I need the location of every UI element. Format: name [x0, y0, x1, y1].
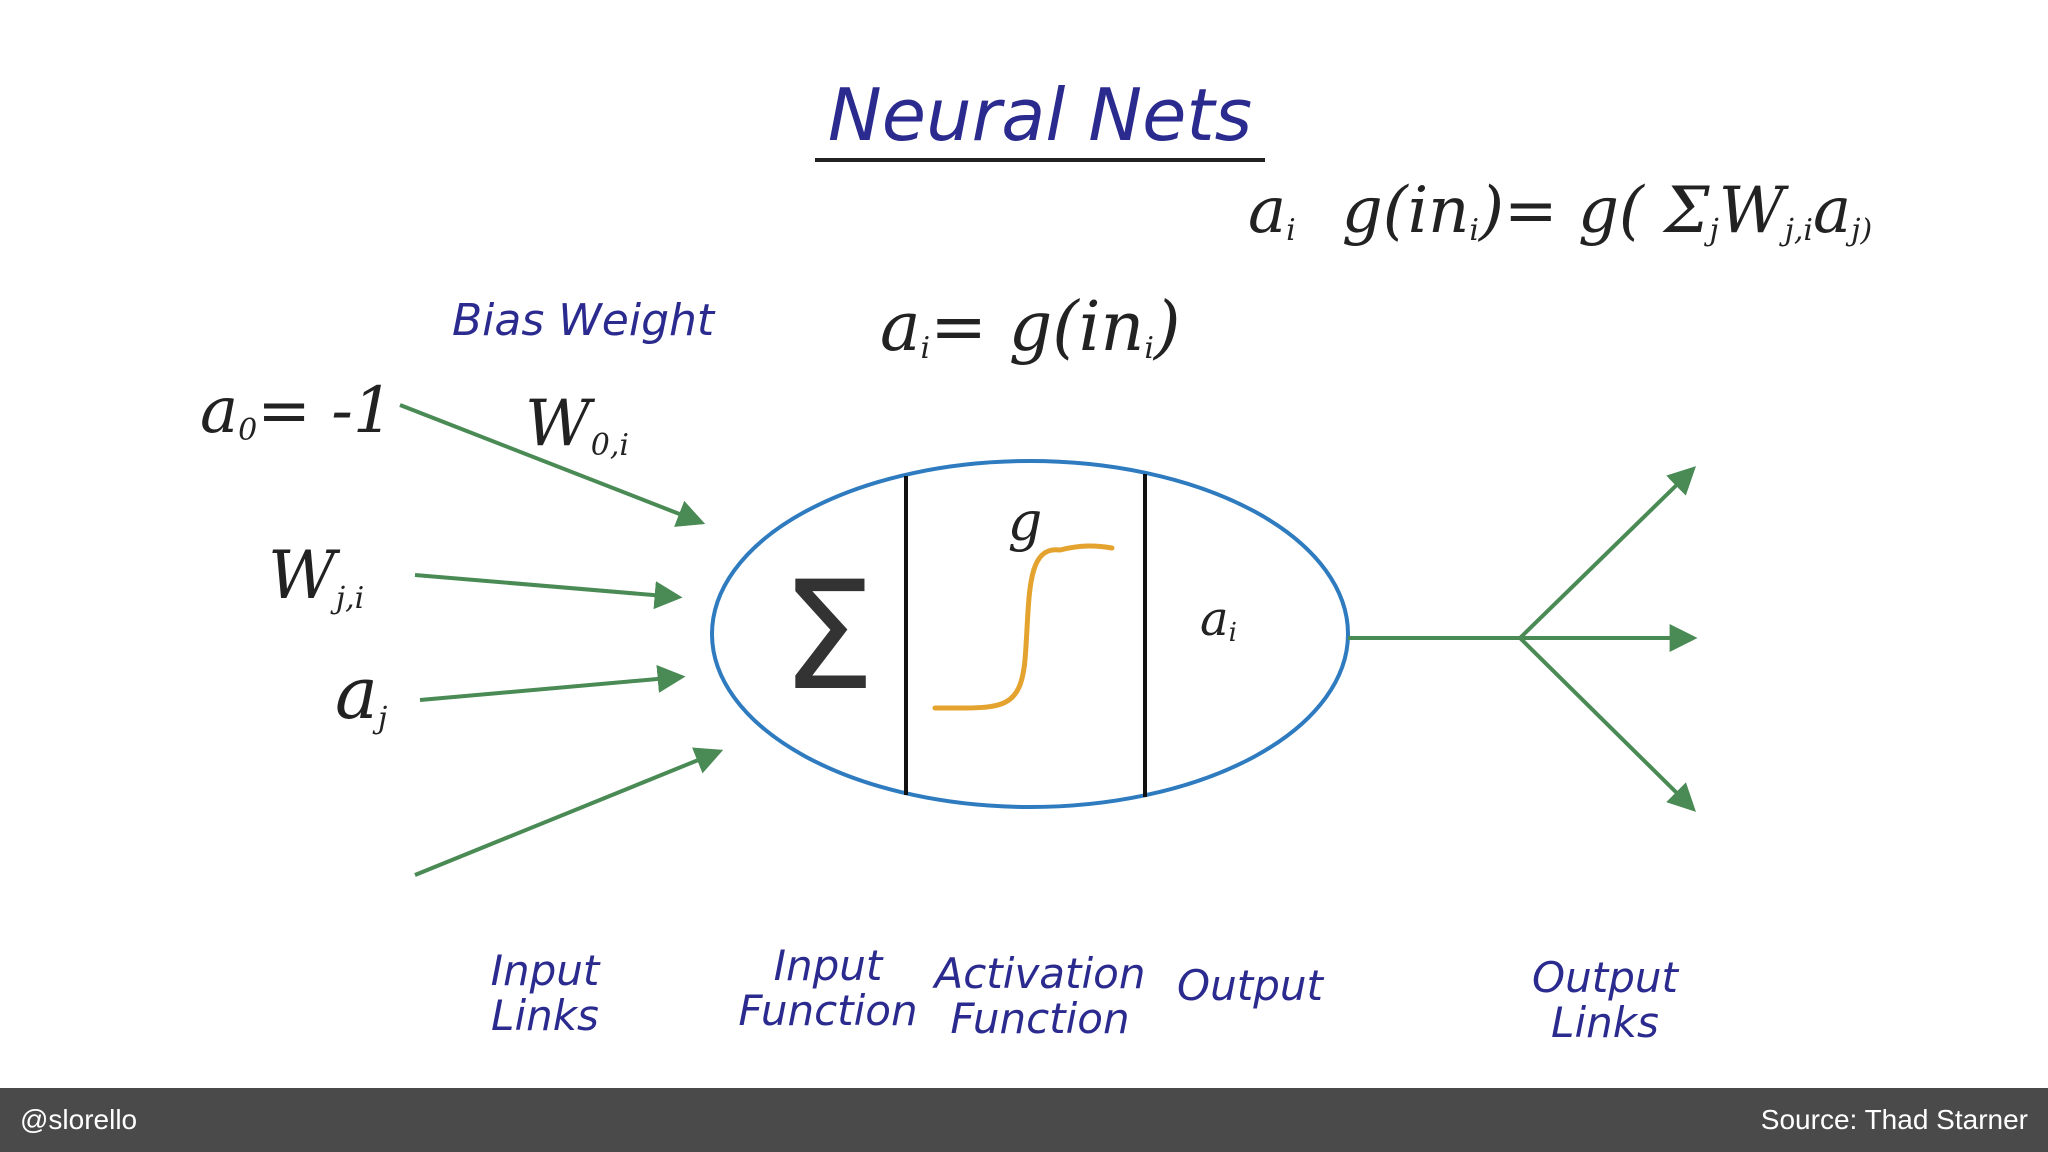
formula-top-g-sub: i [1469, 213, 1479, 248]
bias-weight-label: Bias Weight [452, 295, 716, 346]
input-arrow-4 [414, 747, 724, 877]
output-arrow-up [1518, 466, 1697, 640]
formula-top-w-sub: j,i [1779, 213, 1813, 248]
neuron-ellipse [710, 459, 1350, 809]
label-activation-function-1: Activation [931, 949, 1145, 998]
input-a0-label: a0= -1 [200, 374, 394, 448]
sigmoid-curve [932, 543, 1115, 711]
formula-top-g: g(in [1342, 174, 1470, 248]
formula-mid-rest: = g(in [930, 288, 1144, 367]
weight-w0i-w: W [525, 387, 596, 461]
weight-wji-w: W [268, 537, 341, 614]
formula-top-lhs-sub: i [1286, 213, 1296, 248]
label-input-links-1: Input [491, 946, 601, 995]
input-a0-rest: = -1 [257, 374, 393, 448]
neuron-output-label: ai [1200, 591, 1237, 648]
label-input-function-1: Input [774, 941, 884, 990]
formula-top-w: W [1719, 174, 1790, 248]
formula-mid-a-sub: i [921, 331, 931, 366]
footer-source: Source: Thad Starner [1760, 1104, 2028, 1135]
input-aj-a: a [335, 651, 378, 735]
formula-top-a: a [1813, 174, 1851, 248]
diagram-title: Neural Nets [828, 73, 1252, 157]
weight-w0i-label: W0,i [525, 387, 629, 463]
weight-wji-label: Wj,i [268, 537, 364, 616]
input-arrow-bias [399, 403, 706, 527]
label-activation-function-2: Function [950, 994, 1129, 1043]
neuron-output-a: a [1200, 591, 1229, 647]
input-a0-a: a [200, 374, 238, 448]
label-input-links-2: Links [491, 991, 599, 1040]
input-arrow-3 [419, 665, 686, 702]
label-output: Output [1177, 961, 1324, 1010]
formula-top-lhs: a [1248, 174, 1286, 248]
input-aj-label: aj [335, 651, 387, 736]
footer-handle: @slorello [20, 1104, 138, 1135]
footer-bar: @slorello Source: Thad Starner [0, 1088, 2048, 1152]
label-output-links-1: Output [1532, 953, 1679, 1002]
formula-top-eq: )= g( Σ [1477, 174, 1710, 248]
weight-w0i-sub: 0,i [591, 428, 629, 463]
output-arrow-down [1518, 636, 1696, 812]
activation-g-label: g [1008, 490, 1043, 553]
formula-mid-in-sub: i [1144, 331, 1154, 366]
input-arrow-2 [414, 573, 683, 610]
input-a0-sub: 0 [238, 413, 257, 448]
formula-mid-close: ) [1152, 288, 1181, 367]
weight-wji-sub: j,i [330, 581, 364, 616]
neuron-output-sub: i [1229, 618, 1237, 648]
label-input-function-2: Function [738, 986, 917, 1035]
formula-mid: ai= g(ini) [880, 288, 1181, 367]
formula-mid-a: a [880, 288, 921, 367]
label-output-links-2: Links [1551, 998, 1659, 1047]
sum-symbol: Σ [781, 550, 876, 724]
